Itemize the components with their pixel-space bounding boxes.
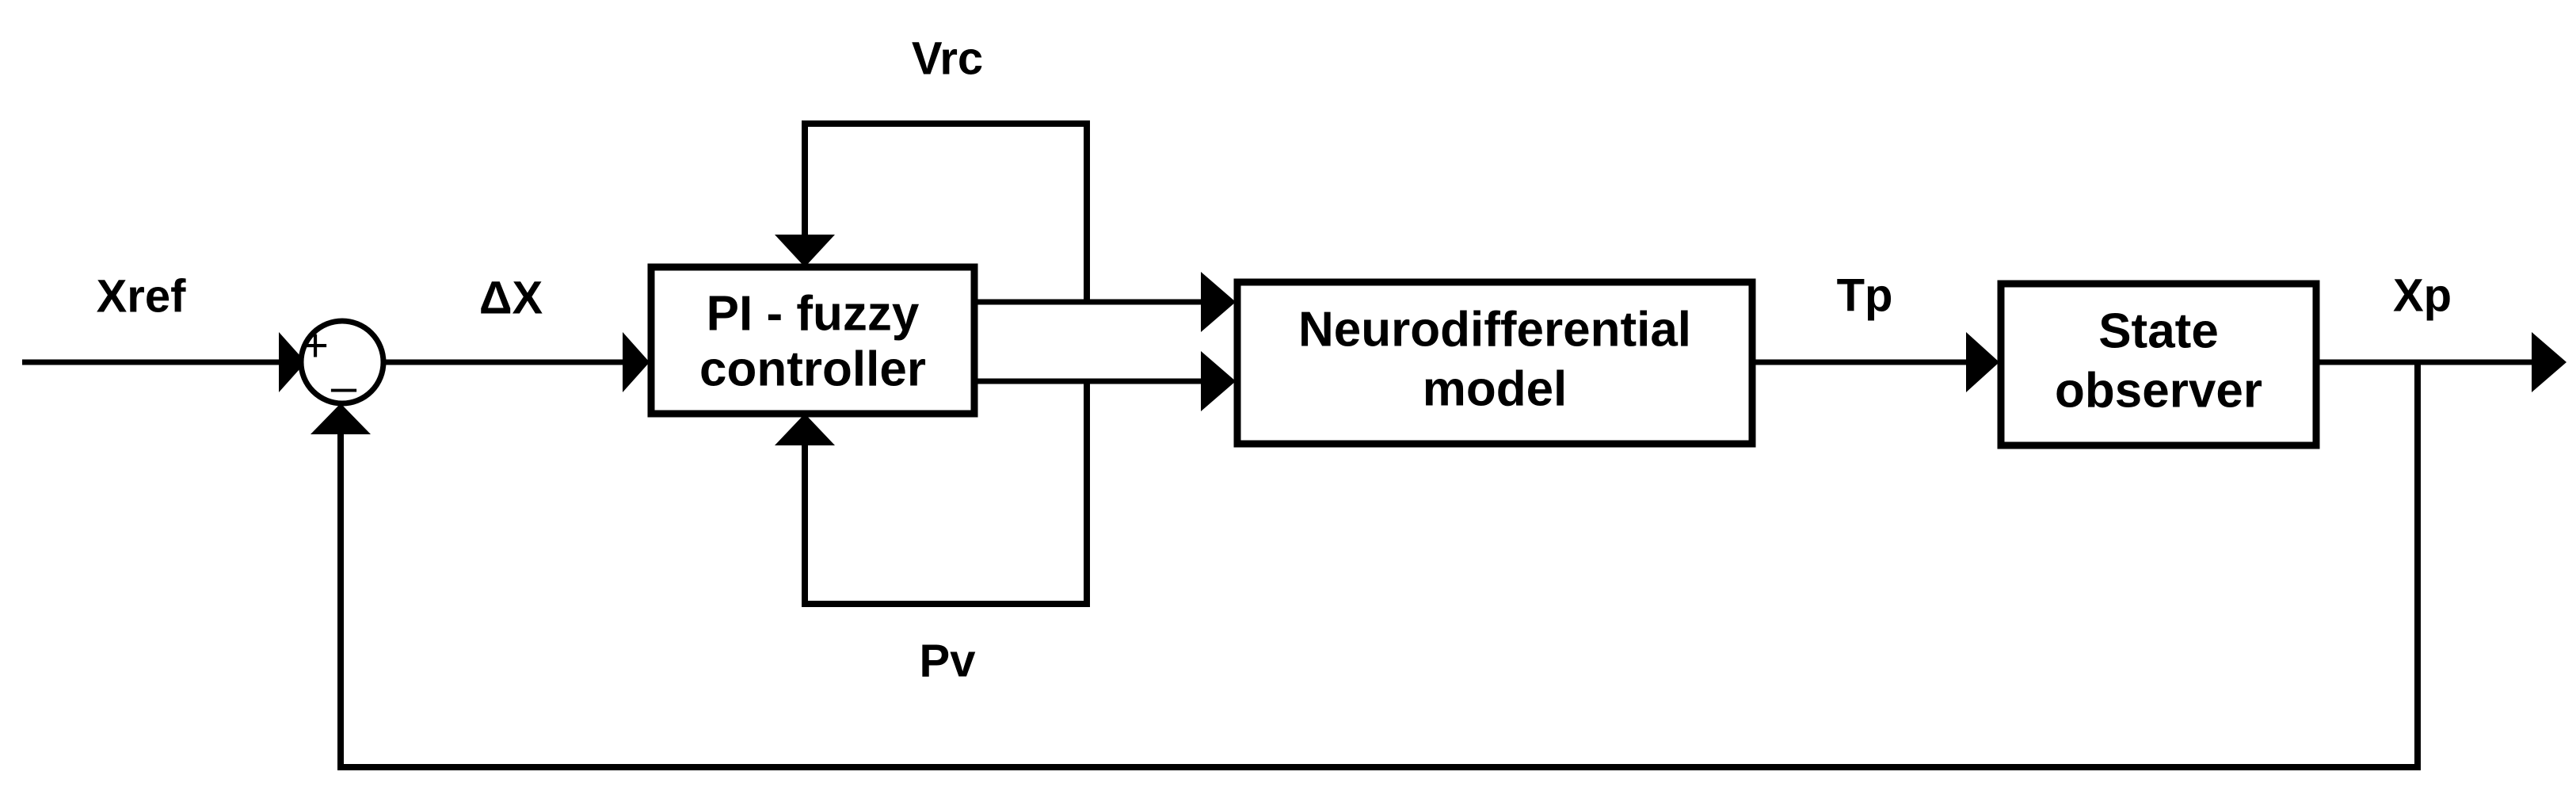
- controller-output-lower-wire: [974, 351, 1236, 411]
- signal-label-tp: Tp: [1837, 269, 1893, 321]
- model-input-lower-arrowhead: [1201, 351, 1236, 411]
- vrc-feedback-path: [775, 120, 1090, 302]
- signal-label-vrc: Vrc: [912, 32, 983, 84]
- signal-label-delta-x: ΔX: [479, 272, 543, 323]
- xref-input-wire: [22, 332, 306, 392]
- signal-label-xref: Xref: [97, 270, 187, 322]
- controller-output-upper-wire: [974, 272, 1236, 332]
- xp-output-wire: [2316, 332, 2566, 392]
- signal-label-pv: Pv: [920, 635, 976, 686]
- neurodifferential-model-label-line1: Neurodifferential: [1298, 302, 1691, 357]
- pv-arrowhead: [775, 414, 835, 445]
- state-observer-label-line2: observer: [2055, 363, 2262, 418]
- main-feedback-arrowhead: [311, 403, 371, 434]
- main-feedback-path: [311, 362, 2421, 770]
- pi-fuzzy-controller-label-line2: controller: [699, 342, 926, 396]
- pi-fuzzy-controller-label-line1: PI - fuzzy: [707, 286, 920, 341]
- summing-junction-plus-sign: +: [302, 319, 329, 371]
- summing-junction-minus-sign: –: [331, 361, 357, 412]
- vrc-arrowhead: [775, 235, 835, 267]
- neurodifferential-model-block: [1233, 278, 1756, 448]
- error-arrowhead: [623, 332, 650, 392]
- xref-arrowhead: [279, 332, 306, 392]
- signal-label-xp: Xp: [2393, 269, 2452, 321]
- state-observer-label-line1: State: [2098, 304, 2219, 358]
- error-wire: [383, 332, 650, 392]
- tp-wire: [1752, 332, 1999, 392]
- pv-feedback-path: [775, 381, 1090, 607]
- model-input-upper-arrowhead: [1201, 272, 1236, 332]
- pi-fuzzy-controller-block: [647, 263, 978, 418]
- neurodifferential-model-label-line2: model: [1423, 361, 1568, 416]
- xp-arrowhead: [2532, 332, 2566, 392]
- state-observer-block: [1997, 280, 2320, 449]
- tp-arrowhead: [1966, 332, 1999, 392]
